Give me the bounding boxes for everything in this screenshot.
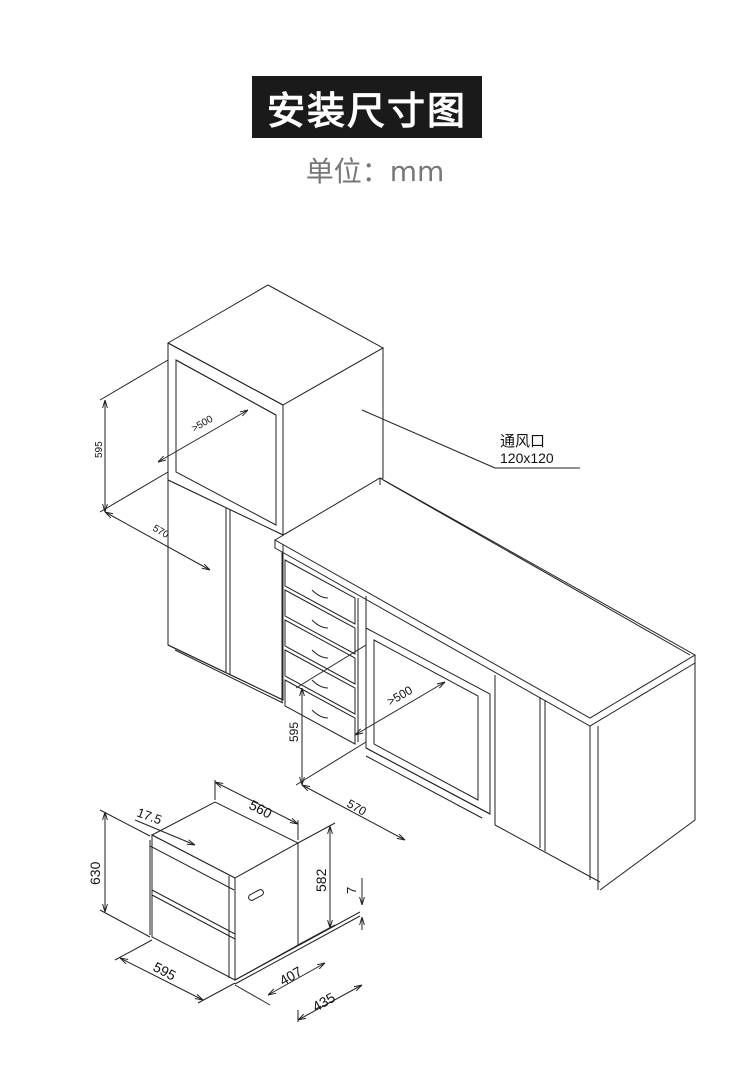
lower-clearance-label: >500 [385, 683, 416, 709]
lower-dimensions [295, 644, 445, 840]
appliance-gap-label: 7 [344, 887, 359, 894]
page-title: 安装尺寸图 [266, 88, 467, 133]
appliance-offset-label: 17.5 [135, 805, 164, 828]
tall-cabinet [166, 284, 385, 704]
appliance-body-height-label: 582 [313, 868, 329, 892]
vent-size: 120x120 [500, 450, 554, 466]
lower-depth-label: 570 [345, 796, 370, 818]
appliance-height-label: 630 [87, 861, 103, 885]
lower-height-label: 595 [287, 722, 301, 742]
vent-callout [361, 409, 580, 469]
appliance-total-depth-label: 435 [310, 989, 338, 1015]
title-banner: 安装尺寸图 [252, 76, 482, 138]
appliance-unit [149, 801, 361, 985]
vent-label: 通风口 [500, 433, 545, 450]
appliance-width-label: 595 [151, 959, 179, 984]
upper-height-label: 595 [94, 441, 105, 458]
appliance-inner-depth-label: 407 [277, 963, 305, 989]
appliance-dimensions [99, 780, 362, 1022]
lower-opening [365, 627, 491, 819]
upper-dimensions [99, 359, 248, 570]
unit-label: 单位：mm [305, 155, 445, 188]
